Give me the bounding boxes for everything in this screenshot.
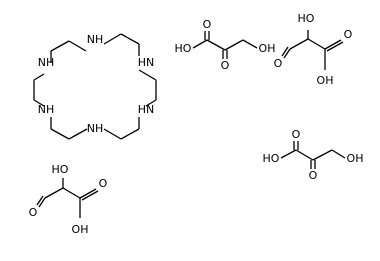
carbonyl-oxygen-label: O	[221, 59, 230, 72]
oxalic-acid-3: HO OH O O	[263, 128, 364, 182]
macrocycle-bonds	[33, 33, 157, 140]
hydroxyl-label: OH	[317, 74, 334, 87]
bond	[103, 33, 122, 45]
oxalic-acid-4: HO OH O O	[29, 163, 108, 236]
bond	[206, 39, 226, 51]
hydroxyl-label: HO	[52, 163, 69, 176]
bond	[68, 40, 87, 52]
hydroxyl-label: HO	[263, 152, 280, 165]
amine-nh-label: NH	[38, 103, 55, 116]
oxalic-acid-1: HO OH O O	[175, 18, 276, 72]
carbonyl-oxygen-label: O	[203, 18, 212, 31]
carbonyl-oxygen-label: O	[309, 169, 318, 182]
bond	[81, 190, 99, 201]
bond	[145, 99, 157, 107]
bond	[192, 39, 208, 49]
bond	[50, 128, 70, 140]
bond	[138, 69, 157, 81]
bond	[283, 48, 291, 59]
hydroxyl-label: HO	[175, 42, 192, 55]
amine-nh-label: HN	[138, 56, 155, 69]
bond	[281, 46, 289, 57]
bond	[62, 187, 81, 199]
bond	[44, 187, 64, 199]
bond	[280, 149, 297, 159]
bond	[38, 197, 46, 208]
hydroxyl-label: OH	[347, 152, 364, 165]
bond	[224, 39, 244, 51]
carbonyl-oxygen-label: O	[274, 57, 283, 70]
amine-nh-label: NH	[87, 122, 104, 135]
bond	[289, 38, 309, 50]
bond	[79, 188, 97, 199]
macrocycle-atom-labels: NH HN HN NH NH NH	[38, 33, 155, 135]
bond	[307, 38, 326, 50]
carbonyl-oxygen-label: O	[292, 128, 301, 141]
bond	[33, 99, 45, 107]
bond	[324, 39, 342, 50]
bond	[295, 149, 314, 161]
carbonyl-oxygen-label: O	[344, 28, 353, 41]
bond	[120, 128, 140, 140]
bond	[242, 39, 258, 49]
bond	[50, 40, 70, 52]
hydroxyl-label: HO	[298, 12, 315, 25]
oxalic-acid-2: HO OH O O	[274, 12, 353, 87]
amine-nh-label: HN	[138, 103, 155, 116]
bond	[103, 128, 122, 140]
hydroxyl-label: OH	[72, 223, 89, 236]
amine-nh-label: NH	[38, 56, 55, 69]
amine-nh-label: NH	[87, 33, 104, 46]
hydroxyl-label: OH	[259, 42, 276, 55]
bond	[68, 128, 88, 140]
carbonyl-oxygen-label: O	[29, 206, 38, 219]
bond	[331, 149, 346, 159]
bond	[326, 41, 344, 52]
carbonyl-oxygen-label: O	[99, 177, 108, 190]
hexaaza-macrocycle: NH HN HN NH NH NH	[33, 33, 157, 140]
bond	[312, 149, 333, 161]
bond	[33, 73, 45, 81]
bond	[36, 195, 44, 206]
bond	[120, 33, 140, 45]
